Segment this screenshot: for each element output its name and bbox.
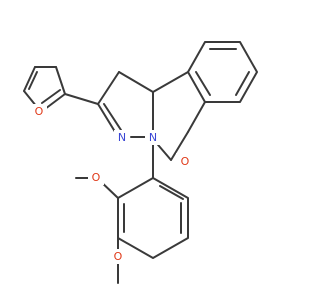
- molecule-canvas: O N N O O O: [23, 41, 258, 284]
- atom-labels: O N N O O O: [31, 104, 194, 264]
- methoxy-oxygen-2-label: O: [114, 250, 123, 263]
- oxazine-ring: [152, 71, 206, 161]
- methoxy-groups: [75, 177, 119, 284]
- pyrazoline-ring: [97, 71, 154, 138]
- ring-oxygen-label: O: [181, 155, 190, 168]
- furan-oxygen-label: O: [35, 105, 44, 118]
- methoxy-oxygen-1-label: O: [92, 171, 101, 184]
- imine-nitrogen-label: N: [118, 131, 126, 144]
- molecule-structure: O N N O O O: [23, 41, 258, 284]
- ring-nitrogen-label: N: [149, 131, 157, 144]
- benzene-ring-top: [187, 41, 258, 103]
